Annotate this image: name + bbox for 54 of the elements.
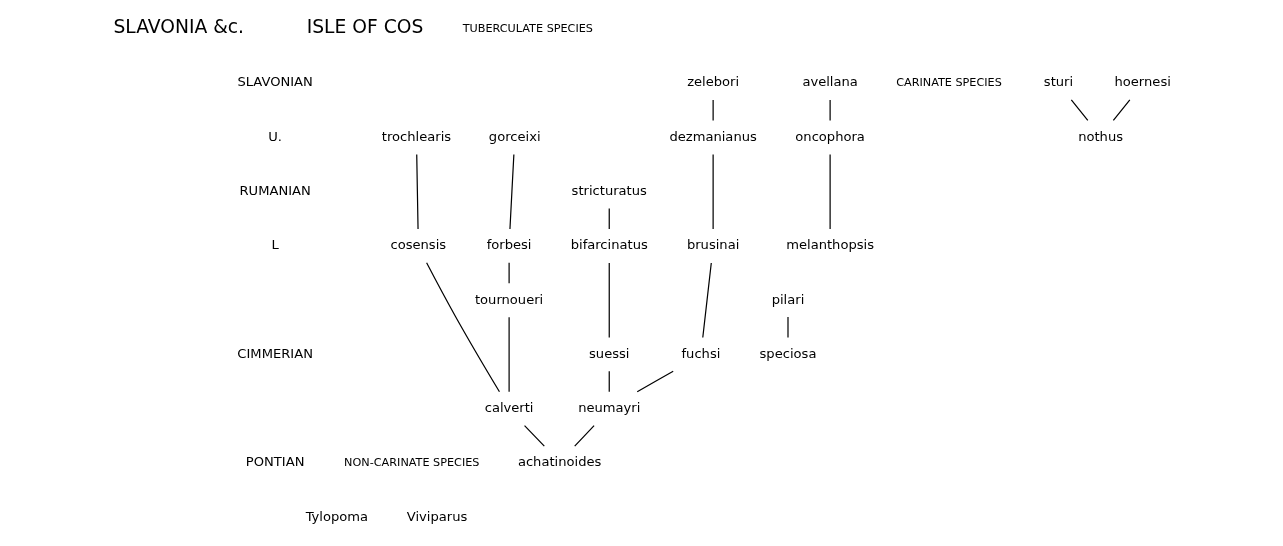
label: CARINATE SPECIES xyxy=(895,75,1002,89)
connector xyxy=(415,153,419,230)
node-text: stricturatus xyxy=(571,183,647,199)
node-text: avellana xyxy=(801,74,858,90)
label: U. xyxy=(267,128,282,144)
node-text: pilari xyxy=(771,291,804,307)
label: Tylopoma xyxy=(305,508,368,524)
node-text: calverti xyxy=(484,400,534,416)
connector xyxy=(508,316,510,393)
node-text: gorceixi xyxy=(488,128,541,144)
node-text: suessi xyxy=(588,345,629,361)
node-text: hoernesi xyxy=(1114,74,1171,90)
label: Viviparus xyxy=(406,508,467,524)
connector xyxy=(573,425,595,447)
label: NON-CARINATE SPECIES xyxy=(343,455,479,469)
node-text: achatinoides xyxy=(517,454,601,470)
node-text: cosensis xyxy=(389,237,446,253)
label: L xyxy=(270,237,279,253)
connector xyxy=(829,99,831,122)
node-text: sturi xyxy=(1043,74,1073,90)
node-text: melanthopsis xyxy=(785,237,874,253)
node-text: nothus xyxy=(1077,128,1123,144)
label: SLAVONIA &c. xyxy=(112,16,244,38)
connector xyxy=(608,207,610,230)
node-text: dezmanianus xyxy=(668,128,757,144)
node-text: brusinai xyxy=(686,237,739,253)
label: PONTIAN xyxy=(245,454,304,470)
connector xyxy=(701,262,712,339)
label: SLAVONIAN xyxy=(236,74,313,90)
connector xyxy=(636,370,674,393)
node-text: bifarcinatus xyxy=(570,237,648,253)
node-text: neumayri xyxy=(577,400,640,416)
label: ISLE OF COS xyxy=(306,16,423,38)
connector xyxy=(508,153,514,230)
node-text: fuchsi xyxy=(681,345,720,361)
label: RUMANIAN xyxy=(238,183,311,199)
node-text: speciosa xyxy=(759,345,816,361)
connector xyxy=(608,262,610,339)
connector xyxy=(608,370,610,393)
node-text: zelebori xyxy=(686,74,739,90)
node-text: tournoueri xyxy=(474,291,543,307)
connector xyxy=(712,99,714,122)
label: TUBERCULATE SPECIES xyxy=(462,21,593,35)
node-text: trochlearis xyxy=(381,128,451,144)
connector xyxy=(1070,99,1088,122)
connector xyxy=(523,425,545,447)
node-text: oncophora xyxy=(794,128,865,144)
connector xyxy=(712,153,714,230)
connector xyxy=(508,262,510,284)
connector xyxy=(1112,99,1130,122)
connector xyxy=(829,153,831,230)
label: CIMMERIAN xyxy=(236,345,313,361)
node-text: forbesi xyxy=(486,237,532,253)
connector xyxy=(425,262,500,393)
